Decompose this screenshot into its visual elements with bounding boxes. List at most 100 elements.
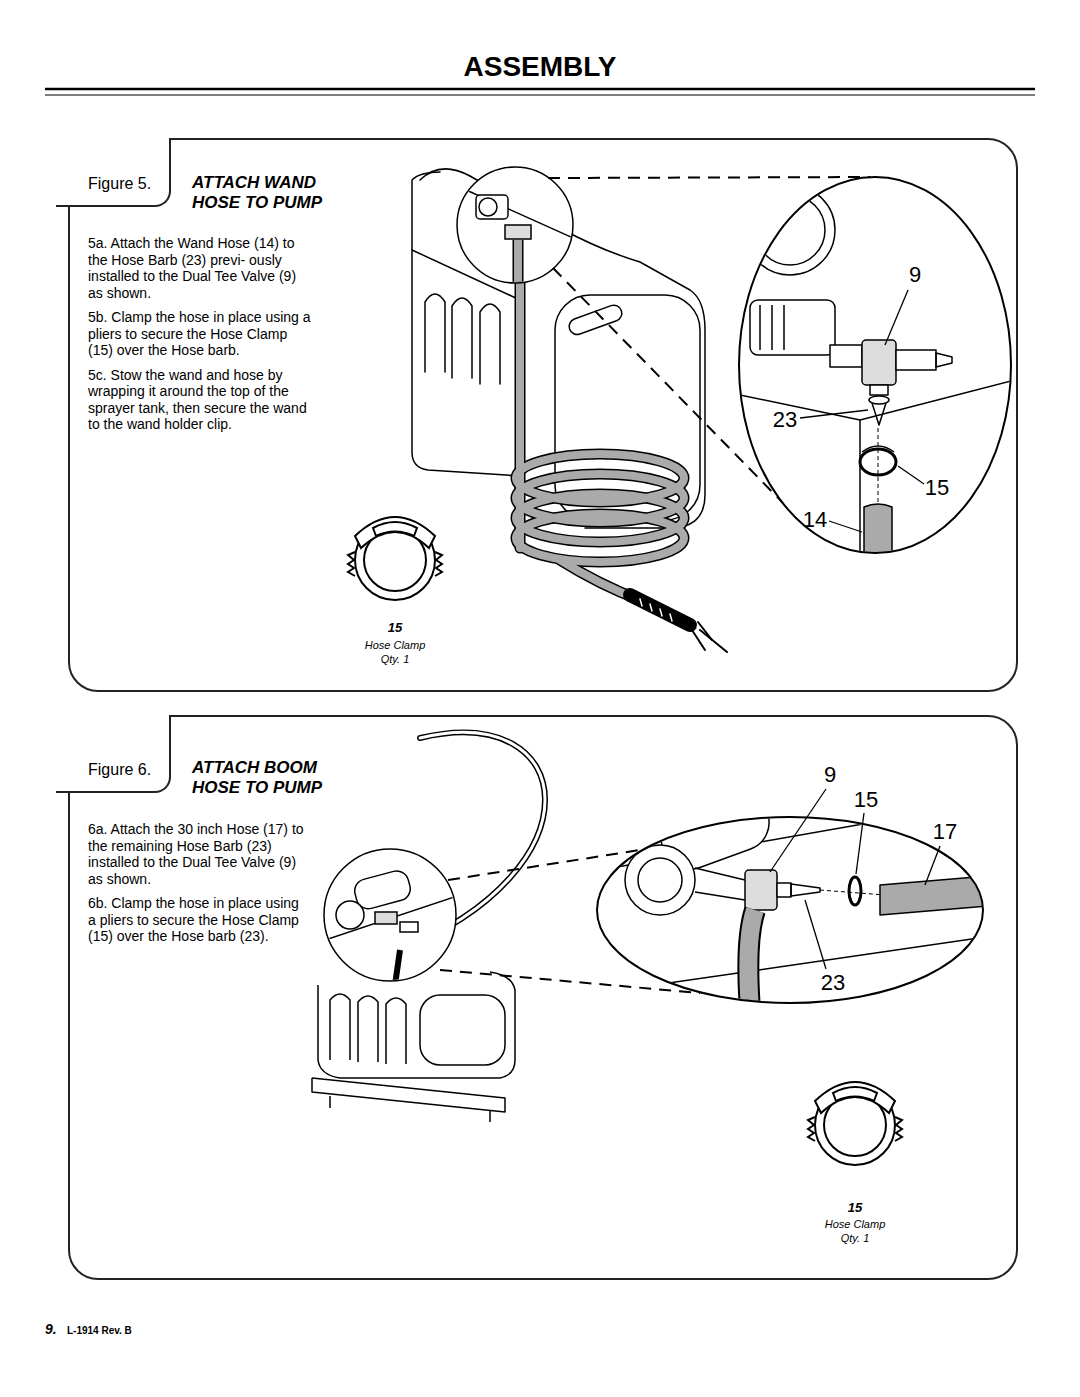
callout-leader (925, 846, 940, 885)
magnified-detail (745, 185, 835, 275)
part-quantity: Qty. 1 (381, 653, 410, 665)
detail-circle (455, 185, 600, 250)
sprayer-tank (452, 298, 472, 378)
title-rule (45, 95, 1035, 96)
step-text: 5a. Attach the Wand Hose (14) to the Hos… (88, 235, 314, 301)
detail-circle (455, 185, 600, 290)
magnified-detail (791, 884, 820, 896)
step-text: 6b. Clamp the hose in place using a plie… (88, 895, 304, 945)
callout-leader (800, 290, 924, 532)
detail-circle (325, 868, 460, 985)
title-rule (45, 89, 1035, 95)
part-number: 15 (388, 621, 402, 635)
detail-circle (336, 901, 364, 929)
step-body: 5a. Attach the Wand Hose (14) to the Hos… (88, 235, 314, 441)
sprayer-tank (470, 176, 705, 528)
magnified-detail (695, 868, 745, 900)
magnified-detail (870, 385, 888, 395)
document-code: L-1914 Rev. B (67, 1325, 132, 1336)
callout-number: 9 (909, 263, 921, 287)
callout-number: 23 (773, 408, 797, 432)
page-number: 9. (45, 1322, 57, 1337)
detail-circle (324, 849, 460, 985)
part-name: Hose Clamp (825, 1218, 886, 1230)
hose-clamp-icon (808, 1082, 902, 1165)
callout-leader (856, 813, 864, 874)
magnified-detail (748, 910, 755, 1010)
step-heading: ATTACH BOOM HOSE TO PUMP (192, 758, 357, 798)
magnified-detail (739, 177, 1011, 553)
magnified-detail (597, 817, 983, 1003)
detail-circle (505, 225, 531, 239)
callout-leader (805, 900, 826, 969)
figure-tab: Figure 6. (56, 715, 171, 793)
sprayer-tank (330, 1096, 490, 1122)
page-title: ASSEMBLY (0, 50, 1080, 84)
magnified-detail (777, 883, 791, 897)
sprayer-tank (318, 972, 515, 1078)
figure-number: Figure 5. (88, 175, 151, 193)
part-quantity: Qty. 1 (841, 1232, 870, 1244)
magnified-detail (625, 845, 695, 915)
callout-number: 9 (824, 763, 836, 787)
magnified-detail (740, 185, 1015, 560)
callout-number: 23 (821, 971, 845, 995)
detail-circle (455, 167, 600, 290)
callout-leader (770, 789, 826, 872)
callout-leader (770, 789, 940, 969)
magnified-detail (820, 890, 885, 895)
callout-leader (885, 290, 908, 345)
title-rule (45, 88, 1035, 91)
callout-number: 14 (803, 508, 827, 532)
magnified-detail (936, 353, 952, 367)
magnified-detail (830, 345, 862, 367)
detail-circle (352, 868, 413, 911)
magnified-detail (597, 783, 1000, 1010)
callout-number: 17 (933, 820, 957, 844)
magnified-detail (862, 340, 896, 385)
callout-leader (898, 466, 924, 484)
callout-number: 15 (925, 476, 949, 500)
spray-wand (700, 630, 727, 652)
magnified-detail (860, 449, 896, 475)
hose-clamp-icon (348, 517, 442, 600)
spray-wand (630, 595, 727, 652)
callout-leader (829, 521, 862, 532)
step-text: 6a. Attach the 30 inch Hose (17) to the … (88, 821, 304, 887)
detail-circle (476, 195, 508, 219)
sprayer-tank (480, 304, 500, 384)
sprayer-tank (312, 972, 515, 1122)
part-name: Hose Clamp (365, 639, 426, 651)
spray-wand (640, 599, 672, 621)
magnified-detail (620, 935, 1000, 990)
magnified-detail (739, 177, 1015, 560)
step-text: 5b. Clamp the hose in place using a plie… (88, 309, 314, 359)
part-number: 15 (848, 1201, 862, 1215)
detail-leader (548, 177, 870, 178)
magnified-detail (760, 305, 784, 350)
coiled-hose (516, 514, 684, 562)
figure-tab: Figure 5. (56, 138, 171, 207)
magnified-detail (869, 396, 889, 404)
sprayer-tank (425, 294, 445, 372)
magnified-detail (872, 403, 886, 425)
sprayer-tank (312, 1078, 505, 1112)
magnified-detail (638, 858, 682, 902)
detail-circle (324, 849, 456, 981)
magnified-detail (859, 420, 861, 560)
detail-circle (457, 167, 573, 283)
magnified-detail (750, 300, 835, 355)
detail-circle (400, 922, 418, 932)
callout-leader (800, 410, 868, 418)
step-heading: ATTACH WAND HOSE TO PUMP (192, 173, 357, 213)
sprayer-tank (330, 994, 350, 1060)
figure-number: Figure 6. (88, 761, 151, 779)
magnified-detail (849, 877, 861, 905)
sprayer-tank (420, 995, 505, 1065)
magnified-detail (896, 350, 936, 370)
magnified-detail (745, 870, 777, 910)
step-body: 6a. Attach the 30 inch Hose (17) to the … (88, 821, 304, 953)
magnified-detail (862, 446, 894, 452)
